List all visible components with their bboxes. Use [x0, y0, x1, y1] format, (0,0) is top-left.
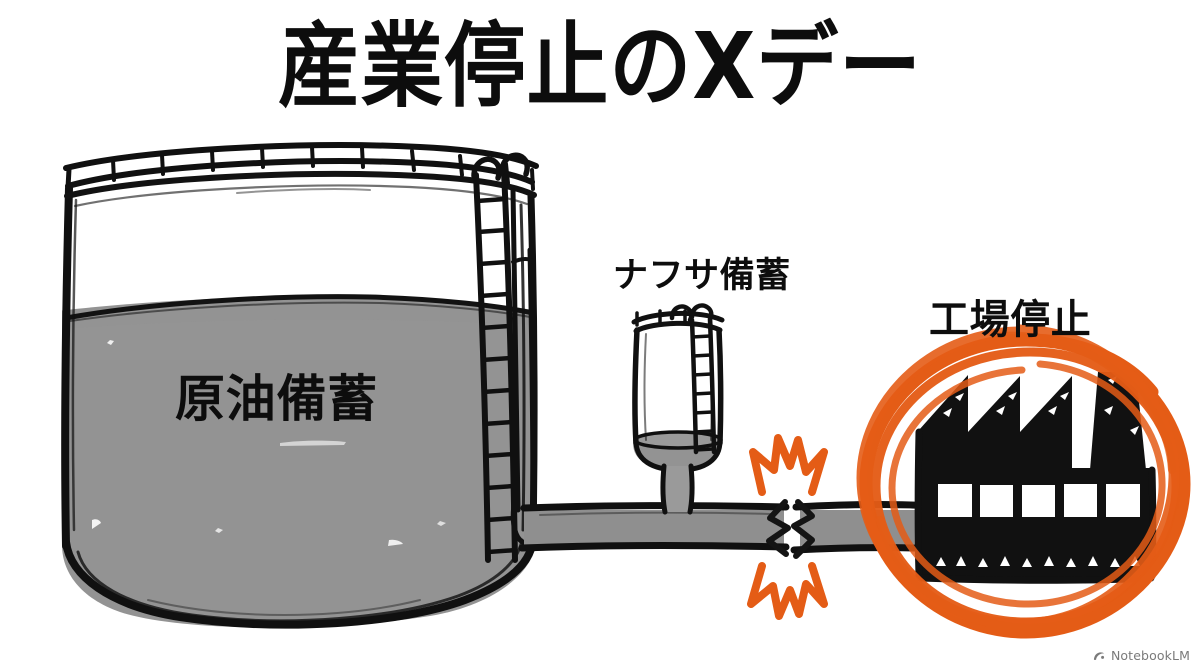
notebooklm-spark-icon [1092, 649, 1106, 663]
factory-window [1022, 485, 1055, 517]
crude-oil-fill [62, 295, 536, 628]
naphtha-top-railing [631, 311, 725, 325]
crude-oil-tank [61, 142, 540, 629]
crude-tank-ladder [471, 152, 530, 563]
naphtha-ladder [689, 317, 717, 455]
factory-window [938, 484, 972, 517]
pipeline [518, 499, 944, 559]
burst-mark-top [749, 434, 828, 496]
factory-chimney [1090, 372, 1146, 470]
factory-window [1064, 484, 1097, 517]
factory-label: 工場停止 [929, 297, 1092, 343]
pipeline-left-fill [524, 510, 784, 546]
burst-mark-bottom [747, 562, 828, 620]
naphtha-tank-label: ナフサ備蓄 [613, 256, 791, 296]
factory [914, 372, 1157, 584]
pipeline-left-bottom [518, 542, 790, 552]
crude-tank-bottom [62, 534, 537, 629]
naphtha-downpipe [664, 466, 691, 512]
factory-window [1106, 484, 1140, 517]
naphtha-fill-surface [633, 430, 723, 450]
crude-tank-top-rim [64, 171, 537, 199]
naphtha-top-rim [633, 320, 723, 334]
factory-window [980, 485, 1013, 517]
naphtha-left-wall [632, 327, 640, 446]
crude-oil-tank-label: 原油備蓄 [175, 370, 378, 428]
pipeline-left-top [520, 502, 790, 512]
pipeline-break-right-edge [791, 499, 815, 559]
crude-tank-left-wall [61, 184, 73, 550]
burst-marks [747, 434, 828, 620]
naphtha-tank [631, 303, 725, 515]
crude-oil-surface-line [63, 294, 536, 321]
notebooklm-watermark: NotebookLM [1092, 648, 1190, 663]
naphtha-right-wall [716, 327, 724, 446]
factory-building [918, 375, 1152, 578]
watermark-label: NotebookLM [1110, 648, 1190, 663]
factory-highlight-circle [856, 324, 1191, 639]
page-title: 産業停止のXデー [278, 14, 922, 121]
pipeline-break-left-edge [766, 499, 791, 557]
factory-windows [938, 484, 1140, 517]
